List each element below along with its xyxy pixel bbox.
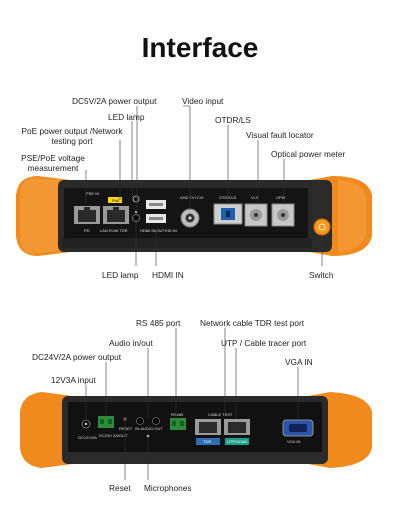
label-microphones: Microphones [144, 483, 192, 493]
led-lamp-icon [132, 195, 140, 203]
text-lan-rj45-tdr: LAN RJ45 TDR [100, 228, 128, 233]
label-rs485-port: RS 485 port [136, 318, 181, 328]
label-led-lamp-bottom: LED lamp [102, 270, 139, 280]
text-vga: VGA IN [287, 439, 300, 444]
power-switch-button[interactable] [313, 218, 331, 236]
poe-yellow-tag [108, 197, 122, 203]
audio-out-jack [152, 417, 160, 425]
text-ahd: AHD TVI CVI [180, 195, 204, 200]
text-poe: PoE [112, 198, 120, 203]
text-dc24v: DC24V 2A/OUT [99, 433, 128, 438]
label-optical-power-meter: Optical power meter [271, 149, 346, 159]
top-leader-lines [85, 105, 323, 266]
microphone-hole [146, 434, 150, 438]
top-device: PSE IN PoE PD LAN RJ45 TDR HDMI IN/OUT/H… [16, 176, 372, 256]
text-pse-in: PSE IN [86, 191, 99, 196]
bottom-device: DC12V/3A DC24V 2A/OUT RESET IN-AUDIO-OUT… [20, 392, 372, 468]
label-switch: Switch [309, 270, 334, 280]
text-opm: OPM [276, 195, 285, 200]
label-vga-in: VGA IN [285, 357, 313, 367]
label-hdmi-in: HDMI IN [152, 270, 184, 280]
tdr-tag [196, 438, 220, 445]
dc5v-port [132, 214, 140, 222]
label-utp-cable-tracer: UTP / Cable tracer port [221, 338, 307, 348]
text-tdr: TDR [203, 439, 211, 444]
text-rs485: RS485 [171, 412, 184, 417]
text-cable-test: CABLE TEST [208, 412, 233, 417]
text-vls: VLS [251, 195, 259, 200]
utp-tag [225, 438, 249, 445]
text-audio: IN-AUDIO-OUT [135, 426, 163, 431]
label-audio-in-out: Audio in/out [109, 338, 153, 348]
label-reset: Reset [109, 483, 131, 493]
label-poe-output: PoE power output /Network testing port [21, 126, 123, 146]
text-utp: UTP/SCAN [227, 439, 247, 444]
label-dc-power-output: DC5V/2A power output [72, 96, 157, 106]
label-visual-fault-locator: Visual fault locator [246, 130, 314, 140]
text-dc12v: DC12V/3A [78, 435, 97, 440]
label-video-input: Video input [182, 96, 224, 106]
text-reset: RESET [119, 426, 133, 431]
page-title: Interface [141, 32, 259, 63]
label-12v3a-input: 12V3A input [51, 375, 96, 385]
label-tdr-test-port: Network cable TDR test port [200, 318, 305, 328]
label-otdr-ls: OTDR/LS [215, 115, 251, 125]
label-led-lamp-top: LED lamp [108, 112, 145, 122]
text-hdmi-io: HDMI IN/OUT/HD IN [140, 228, 177, 233]
label-dc24v-output: DC24V/2A power output [32, 352, 122, 362]
reset-pinhole[interactable] [123, 417, 127, 421]
left-bumper-bottom [20, 392, 72, 468]
audio-in-jack [136, 417, 144, 425]
bottom-leader-lines [85, 328, 299, 480]
text-pd: PD [84, 228, 90, 233]
label-pse-poe-voltage: PSE/PoE voltage measurement [21, 153, 85, 173]
